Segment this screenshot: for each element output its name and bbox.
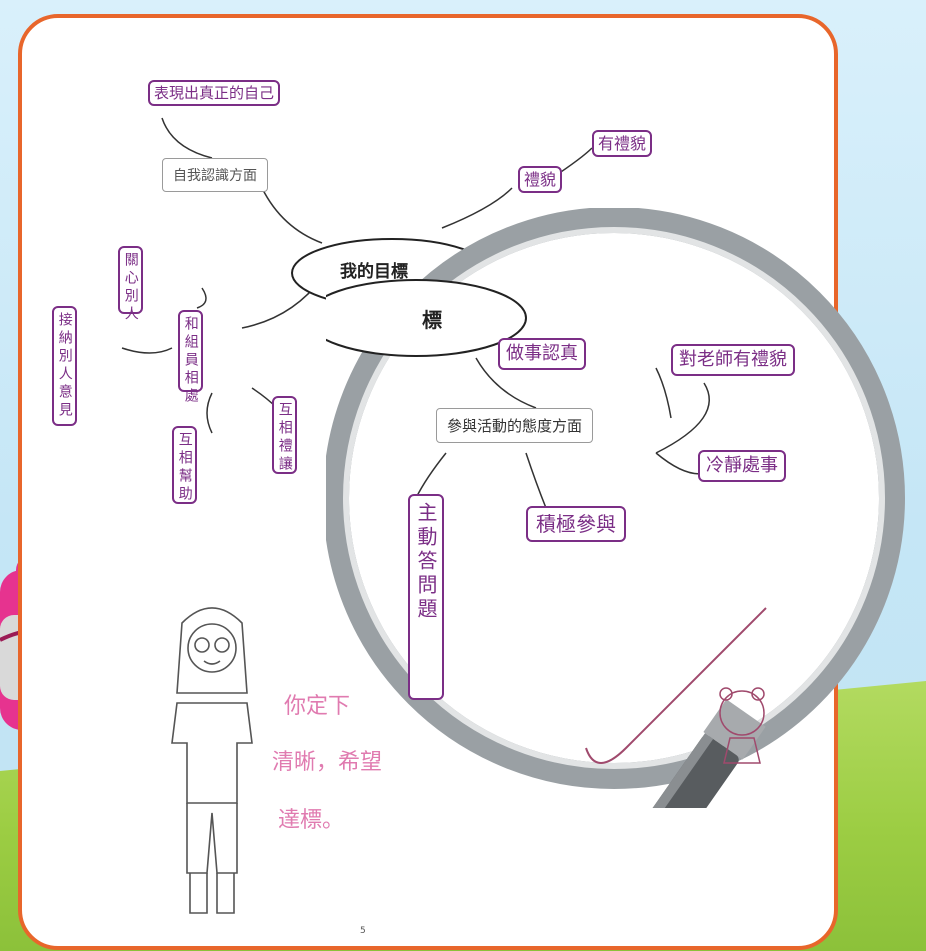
bear-doodle-icon <box>719 687 765 764</box>
serious-item: 做事認真 <box>498 338 586 370</box>
group-item: 和組員相處 <box>178 310 203 406</box>
activity-label: 參與活動的態度方面 <box>436 408 594 443</box>
manners-item: 禮貌 <box>518 166 563 194</box>
mutual-respect: 互相禮讓 <box>272 396 297 474</box>
page-number: 5 <box>360 926 366 936</box>
magnifying-glass-icon: 標 做事認真 對老師有禮貌 參與活動的態度方面 冷靜處事 積極參與 主動答問題 <box>326 208 926 808</box>
calm-item: 冷靜處事 <box>698 450 786 482</box>
self-awareness-label: 自我認識方面 <box>162 158 268 192</box>
teacher-comment-line3: 達標。 <box>278 808 345 833</box>
self-awareness-item: 表現出真正的自己 <box>148 80 281 106</box>
accept-item: 接納別人意見 <box>52 306 77 426</box>
teacher-comment-line2: 清晰，希望 <box>272 750 383 775</box>
care-item: 關心別人 <box>118 246 143 324</box>
girl-drawing-icon <box>171 607 253 914</box>
proactive-item: 主動答問題 <box>408 494 444 700</box>
manners-sub: 有禮貌 <box>592 130 653 158</box>
teacher-item: 對老師有禮貌 <box>671 344 795 376</box>
mutual-help: 互相幫助 <box>172 426 197 504</box>
goal-center-zoom: 標 <box>422 308 442 332</box>
active-item: 積極參與 <box>526 506 626 542</box>
goal-center: 我的目標 <box>340 262 408 282</box>
teacher-comment-line1: 你定下 <box>284 694 351 719</box>
